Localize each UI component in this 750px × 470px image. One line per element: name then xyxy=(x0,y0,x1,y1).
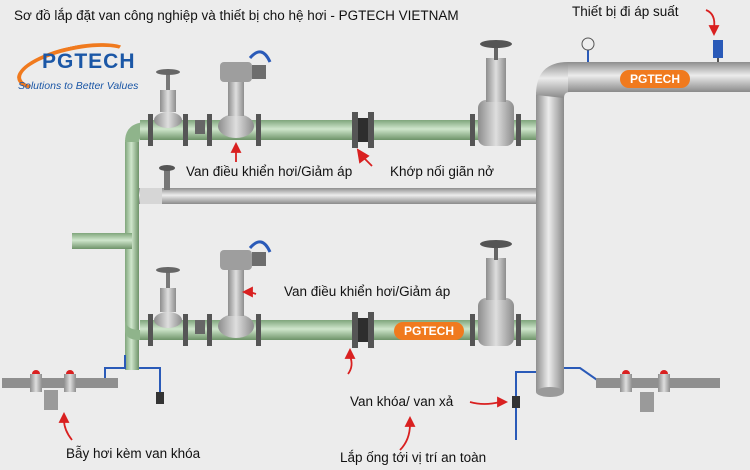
control-valve-lower xyxy=(195,240,272,338)
main-steam-header xyxy=(536,62,750,397)
logo-brand: PGTECH xyxy=(42,50,136,73)
header-pipe-logo: PGTECH xyxy=(620,70,691,88)
lower-flanges xyxy=(148,312,521,348)
drain-lines xyxy=(104,355,601,440)
label-safe-pipe: Lắp ống tới vị trí an toàn xyxy=(340,450,487,465)
label-control-valve-lower: Van điều khiển hơi/Giảm áp xyxy=(284,284,451,299)
lower-pipe-logo: PGTECH xyxy=(394,322,465,340)
logo-tagline: Solutions to Better Values xyxy=(18,80,139,92)
steam-trap-right xyxy=(596,370,720,412)
expansion-joint-upper xyxy=(358,118,368,142)
upper-flanges xyxy=(148,112,521,148)
bypass-line xyxy=(139,188,536,204)
label-pressure-device: Thiết bị đi áp suất xyxy=(572,4,679,19)
label-steam-trap: Bẫy hơi kèm van khóa xyxy=(66,446,201,461)
globe-valve-lower-left xyxy=(154,267,182,328)
control-valve-upper xyxy=(195,50,272,138)
pressure-transmitter xyxy=(713,40,723,62)
green-riser-pipe xyxy=(72,122,148,370)
pgtech-logo: PGTECH Solutions to Better Values xyxy=(8,34,156,100)
callout-arrows xyxy=(58,9,720,451)
steam-trap-left xyxy=(2,370,118,410)
pressure-gauge xyxy=(581,37,595,62)
expansion-joint-lower xyxy=(358,318,368,342)
label-expansion-joint: Khớp nối giãn nở xyxy=(390,164,495,179)
gate-valve-upper-right xyxy=(478,40,514,146)
globe-valve-upper-left xyxy=(154,69,182,128)
gate-valve-lower-right xyxy=(478,240,514,346)
bypass-valve xyxy=(140,165,175,204)
lock-valve-right xyxy=(512,396,520,408)
label-lock-valve: Van khóa/ van xả xyxy=(350,394,454,409)
diagram-title: Sơ đồ lắp đặt van công nghiệp và thiết b… xyxy=(14,8,459,23)
label-control-valve-upper: Van điều khiển hơi/Giảm áp xyxy=(186,164,353,179)
lock-valve-left xyxy=(156,392,164,404)
